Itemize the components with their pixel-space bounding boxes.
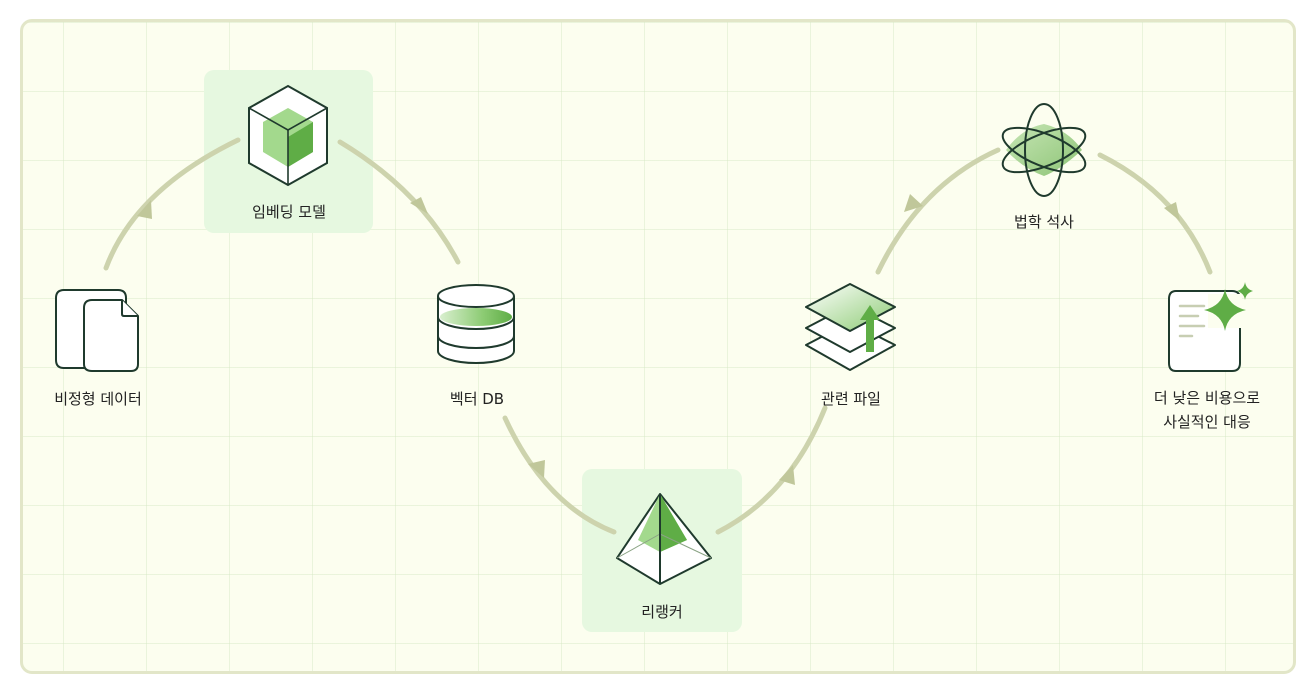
arrow-llm-to-result [1097, 152, 1213, 275]
atom-icon [1001, 103, 1087, 197]
node-label-result: 더 낮은 비용으로 사실적인 대응 [1154, 386, 1260, 434]
node-label-embedding: 임베딩 모델 [252, 203, 326, 221]
documents-icon [55, 289, 139, 372]
arrow-unstructured-to-embedding [103, 137, 241, 271]
database-icon [437, 284, 515, 364]
sparkle-document-icon [1168, 282, 1253, 372]
node-label-result-line2: 사실적인 대응 [1163, 413, 1251, 431]
flow-arrows [103, 137, 1213, 535]
node-label-unstructured: 비정형 데이터 [54, 390, 142, 408]
node-label-files: 관련 파일 [821, 390, 881, 408]
arrow-reranker-to-files [715, 405, 828, 535]
node-label-vectordb: 벡터 DB [449, 390, 505, 408]
layers-up-icon [805, 283, 896, 371]
node-label-reranker: 리랭커 [641, 603, 683, 621]
cube-icon [248, 84, 328, 187]
node-label-llm: 법학 석사 [1014, 213, 1074, 231]
arrow-heads [137, 194, 1180, 485]
pyramid-icon [616, 493, 712, 585]
node-label-result-line1: 더 낮은 비용으로 [1153, 389, 1261, 407]
arrow-embedding-to-vectordb [337, 139, 461, 265]
arrow-vectordb-to-reranker [502, 415, 617, 535]
arrow-files-to-llm [875, 147, 1001, 275]
